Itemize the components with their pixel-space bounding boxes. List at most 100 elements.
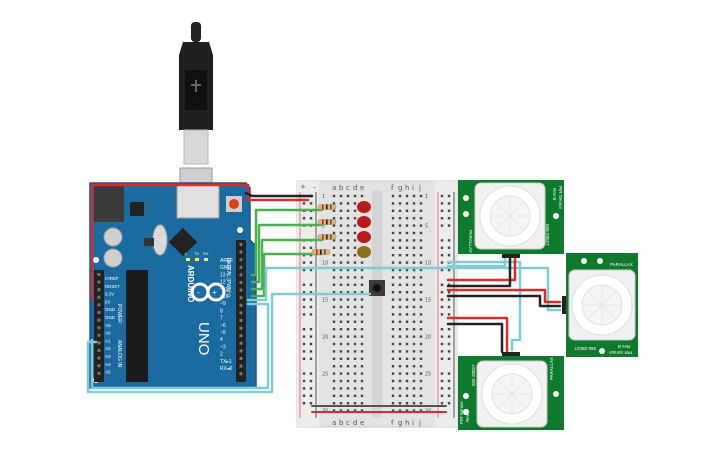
breadboard-hole — [346, 409, 350, 412]
header-pin — [239, 372, 243, 376]
breadboard-hole — [339, 305, 343, 309]
column-label: d — [353, 184, 357, 192]
breadboard-hole — [419, 224, 423, 227]
breadboard-hole — [405, 276, 409, 279]
rail-plus-label: + — [300, 183, 306, 191]
breadboard-hole — [332, 202, 336, 205]
breadboard-hole — [398, 268, 402, 272]
rail-hole — [440, 328, 444, 331]
digital-pin-label: 2 — [220, 352, 223, 358]
breadboard-hole — [412, 231, 416, 235]
breadboard-hole — [339, 239, 343, 242]
column-label: i — [412, 184, 414, 192]
breadboard-hole — [353, 328, 357, 331]
column-label: f — [391, 184, 394, 192]
analog-header-label: ANALOG IN — [116, 340, 122, 368]
rail-hole — [447, 394, 451, 397]
breadboard-hole — [360, 328, 364, 331]
header-pins — [97, 243, 243, 376]
breadboard-hole — [353, 217, 357, 220]
breadboard-hole — [339, 209, 343, 212]
header-pin — [239, 311, 243, 315]
breadboard-hole — [419, 402, 423, 405]
rail-hole — [447, 402, 451, 405]
resistor-band — [316, 249, 318, 255]
rail-hole — [309, 394, 313, 397]
breadboard-hole — [419, 387, 423, 390]
header-pin — [97, 295, 101, 299]
breadboard-hole — [339, 387, 343, 390]
breadboard-hole — [332, 350, 336, 353]
rail-hole — [447, 217, 451, 220]
breadboard-hole — [412, 365, 416, 368]
breadboard-hole — [332, 379, 336, 383]
breadboard-hole — [360, 298, 364, 301]
power-header-label: POWER — [116, 304, 122, 323]
rail-hole — [440, 298, 444, 301]
breadboard-hole — [339, 409, 343, 412]
pir-top-rev: Rev B — [552, 188, 557, 200]
resistor-band — [330, 234, 332, 240]
rail-hole — [447, 246, 451, 249]
breadboard-hole — [346, 298, 350, 301]
rail-hole — [302, 350, 306, 353]
column-label: c — [346, 184, 350, 192]
breadboard-hole — [405, 342, 409, 346]
breadboard-hole — [360, 409, 364, 412]
breadboard-hole — [391, 342, 395, 346]
rail-hole — [302, 402, 306, 405]
resistor-band — [322, 204, 324, 210]
breadboard-hole — [346, 342, 350, 346]
breadboard-hole — [391, 372, 395, 375]
breadboard-hole — [353, 224, 357, 227]
digital-header-label: DIGITAL (PWM~) — [225, 258, 231, 297]
breadboard-hole — [405, 261, 409, 264]
rail-hole — [302, 246, 306, 249]
breadboard-hole — [398, 365, 402, 368]
breadboard-hole — [398, 313, 402, 316]
breadboard-hole — [412, 402, 416, 405]
rail-hole — [447, 209, 451, 212]
pir-bottom-part: 555-28027 — [471, 364, 476, 386]
breadboard-hole — [405, 365, 409, 368]
breadboard-hole — [339, 402, 343, 405]
header-pin — [97, 326, 101, 330]
header-pin — [239, 288, 243, 292]
rail-hole — [447, 335, 451, 338]
breadboard-hole — [398, 298, 402, 301]
breadboard-hole — [339, 357, 343, 360]
breadboard-hole — [353, 254, 357, 257]
breadboard-hole — [391, 283, 395, 286]
power-pin-label: A4 — [105, 362, 111, 367]
breadboard-hole — [398, 261, 402, 264]
rail-hole — [447, 305, 451, 309]
row-label: 5 — [425, 224, 428, 230]
breadboard-hole — [412, 409, 416, 412]
power-pin-label: RESET — [105, 284, 120, 289]
breadboard-hole — [353, 261, 357, 264]
breadboard-hole — [339, 254, 343, 257]
breadboard-hole — [332, 313, 336, 316]
breadboard-hole — [332, 298, 336, 301]
breadboard-hole — [353, 276, 357, 279]
header-pin — [239, 364, 243, 368]
rail-hole — [440, 209, 444, 212]
breadboard-hole — [412, 268, 416, 272]
breadboard-hole — [398, 394, 402, 397]
brand-label: ARDUINO — [186, 265, 195, 302]
breadboard-hole — [405, 298, 409, 301]
rail-hole — [309, 246, 313, 249]
breadboard-hole — [398, 291, 402, 294]
resistor-band — [322, 219, 324, 225]
breadboard-hole — [419, 342, 423, 346]
row-label: 1 — [322, 194, 325, 200]
breadboard-hole — [360, 342, 364, 346]
breadboard-hole — [346, 328, 350, 331]
breadboard-hole — [339, 328, 343, 331]
breadboard-hole — [405, 357, 409, 360]
resistors — [311, 204, 337, 255]
wire-signal-4 — [446, 260, 522, 352]
